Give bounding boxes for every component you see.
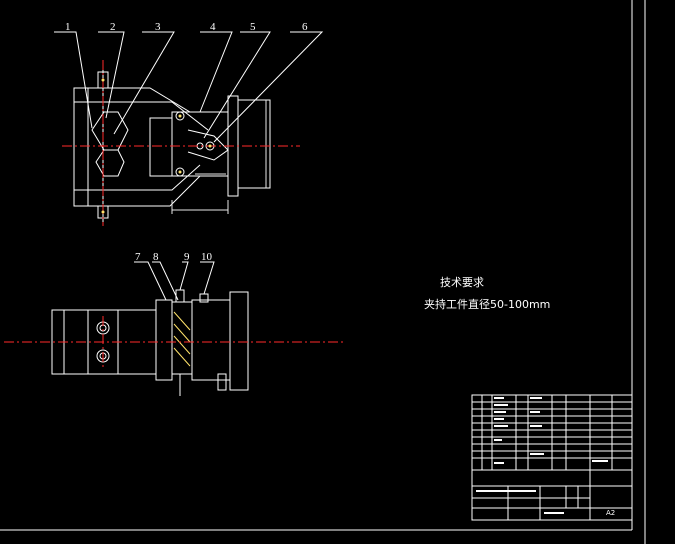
part-label-2: 2 <box>110 21 116 33</box>
part-label-7: 7 <box>135 251 141 263</box>
part-label-4: 4 <box>210 21 216 33</box>
title-block-cell-marks <box>476 397 608 514</box>
notes-line-1: 夹持工件直径50-100mm <box>424 297 550 311</box>
part-label-1: 1 <box>65 21 71 33</box>
drawing-frame <box>0 0 646 544</box>
part-label-3: 3 <box>155 21 161 33</box>
sheet-size: A2 <box>606 509 615 517</box>
leader-lines-bottom <box>134 261 215 301</box>
technical-notes: 技术要求 夹持工件直径50-100mm <box>424 276 550 311</box>
part-labels-bottom: 7 8 9 10 <box>135 251 213 263</box>
bottom-view-hatch <box>173 311 191 367</box>
title-block <box>471 394 633 521</box>
part-label-6: 6 <box>302 21 308 33</box>
part-labels-top: 1 2 3 4 5 6 <box>65 21 308 33</box>
leader-lines-top <box>54 31 324 143</box>
top-view-highlights <box>101 78 212 214</box>
bottom-view <box>51 289 249 396</box>
part-label-10: 10 <box>201 251 213 263</box>
bottom-view-centerlines <box>4 316 344 370</box>
part-label-9: 9 <box>184 251 190 263</box>
part-label-8: 8 <box>153 251 159 263</box>
notes-title: 技术要求 <box>440 276 484 289</box>
top-view-centerlines <box>62 60 300 226</box>
part-label-5: 5 <box>250 21 256 33</box>
